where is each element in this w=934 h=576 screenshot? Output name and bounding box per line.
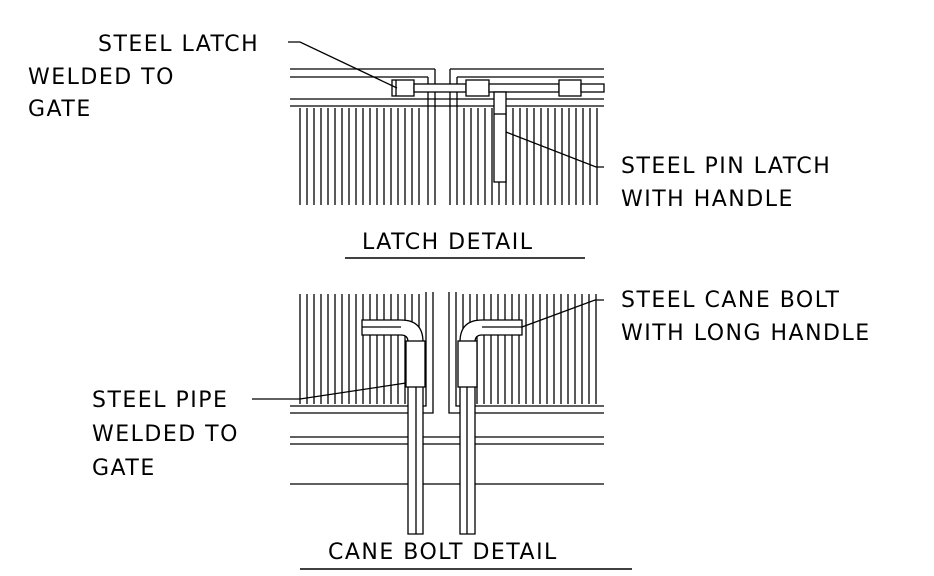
right-cane-bolt: [457, 319, 523, 535]
latch-detail-title: LATCH DETAIL: [362, 230, 534, 255]
latch-gate-pickets: [299, 108, 598, 205]
steel-pipe-label-line-2: WELDED TO: [92, 422, 239, 447]
steel-pin-latch: [493, 91, 507, 183]
steel-latch: [391, 79, 605, 97]
steel-latch-label-line-3: GATE: [28, 97, 92, 122]
steel-pipe-label-line-1: STEEL PIPE: [92, 388, 229, 413]
steel-latch-label-line-2: WELDED TO: [28, 65, 175, 90]
cane-bolt-label-line-1: STEEL CANE BOLT: [621, 288, 841, 313]
cane-bolt-leaders: [252, 299, 604, 400]
pin-latch-label-line-2: WITH HANDLE: [621, 187, 794, 212]
cane-bolt-gate-frame: [290, 292, 604, 485]
cane-bolt-detail-title: CANE BOLT DETAIL: [328, 540, 558, 565]
left-cane-bolt: [361, 319, 426, 535]
cane-bolt-label-line-2: WITH LONG HANDLE: [621, 321, 871, 346]
cane-bolt-gate-pickets: [299, 294, 597, 404]
latch-leaders: [288, 41, 604, 168]
cane-bolt-detail-drawing: [252, 292, 632, 570]
steel-latch-label-line-1: STEEL LATCH: [98, 32, 260, 57]
latch-detail-drawing: [288, 41, 605, 259]
pin-latch-label-line-1: STEEL PIN LATCH: [621, 154, 832, 179]
steel-pipe-label-line-3: GATE: [92, 456, 156, 481]
latch-rails: [290, 68, 604, 107]
